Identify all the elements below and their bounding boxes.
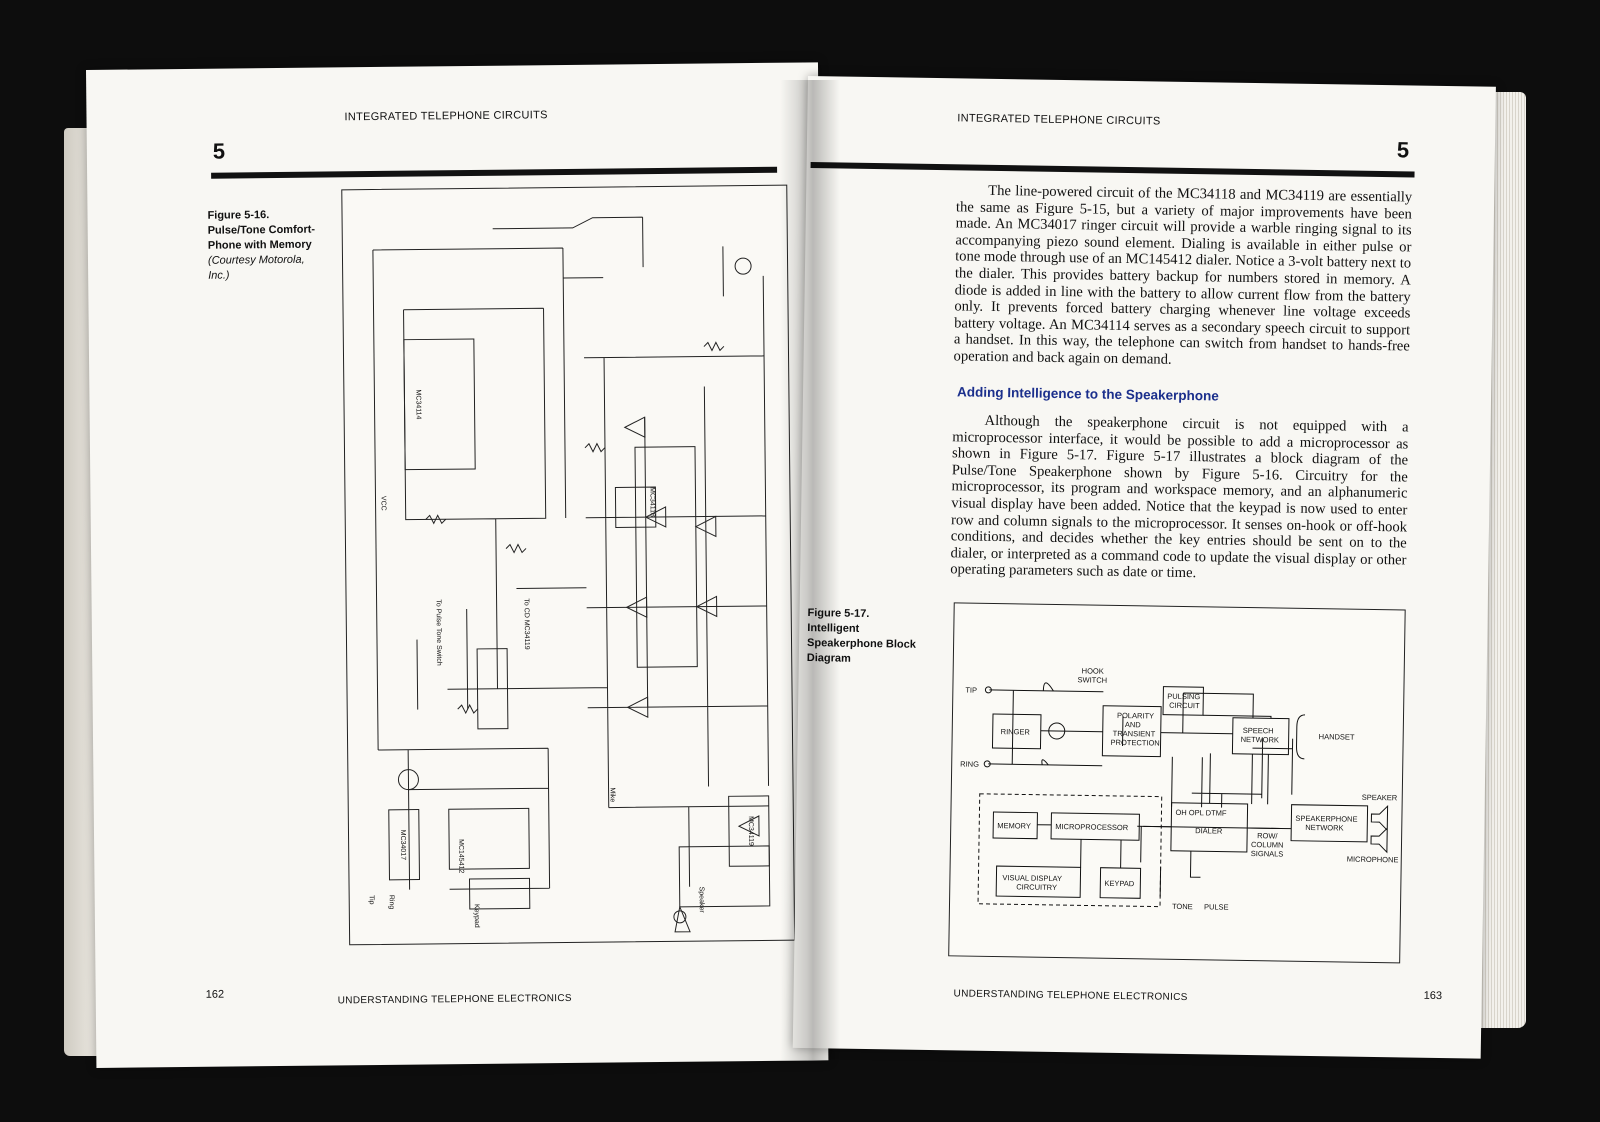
schematic-label: Keypad <box>473 904 480 928</box>
pulsing-block: PULSING <box>1167 692 1200 702</box>
schematic-label: To CD MC34119 <box>523 598 531 649</box>
speakerphone-block-diagram: TIP RING HOOK SWITCH RINGER POLARITY AND… <box>960 666 1399 911</box>
schematic-label: Ring <box>388 895 395 910</box>
speech-block: SPEECH <box>1243 726 1274 735</box>
figure-title-line: Phone with Memory <box>207 238 312 252</box>
speakerphone-block: NETWORK <box>1305 823 1343 833</box>
schematic-label: MC34118 <box>648 487 655 517</box>
footer-right: UNDERSTANDING TELEPHONE ELECTRONICS <box>953 988 1188 1004</box>
figure-number: Figure 5-16. <box>207 209 270 222</box>
row-column-label: ROW/ <box>1257 831 1278 840</box>
page-number-right: 163 <box>1423 989 1443 1003</box>
row-column-label: COLUMN <box>1251 840 1284 850</box>
schematic-label: MC34119 <box>747 816 754 846</box>
figure-title-line: Pulse/Tone Comfort- <box>207 223 316 237</box>
body-paragraph-1: The line-powered circuit of the MC34118 … <box>953 182 1413 368</box>
schematic-label: Speaker <box>698 887 705 914</box>
schematic-label: To Pulse Tone Switch <box>435 599 443 666</box>
figure-title-line: Diagram <box>806 652 851 665</box>
dialer-pins: OH OPL DTMF <box>1175 808 1227 818</box>
figure-credit-line: Inc.) <box>208 269 230 282</box>
tip-label: TIP <box>965 686 977 695</box>
pulse-label: PULSE <box>1204 902 1229 911</box>
dialer-block: DIALER <box>1195 826 1223 835</box>
handset-label: HANDSET <box>1319 732 1355 742</box>
schematic-label: MC34114 <box>414 390 421 420</box>
body-paragraph-2: Although the speakerphone circuit is not… <box>950 412 1409 582</box>
schematic-label: Mike <box>609 787 616 802</box>
hook-switch-label: SWITCH <box>1077 675 1107 684</box>
running-head-right: INTEGRATED TELEPHONE CIRCUITS <box>957 112 1161 128</box>
page-number-left: 162 <box>205 988 225 1001</box>
keypad-block: KEYPAD <box>1104 879 1135 888</box>
polarity-block: TRANSIENT <box>1113 729 1156 739</box>
speakerphone-block: SPEAKERPHONE <box>1295 814 1357 824</box>
polarity-block: PROTECTION <box>1111 738 1160 748</box>
left-page: INTEGRATED TELEPHONE CIRCUITS 5 Figure 5… <box>86 62 829 1068</box>
row-column-label: SIGNALS <box>1251 849 1284 859</box>
ring-label: RING <box>960 759 979 768</box>
chapter-rule-right <box>810 162 1415 178</box>
visual-display-block: CIRCUITRY <box>1016 882 1057 892</box>
schematic-label: Tip <box>368 895 375 905</box>
hook-switch-label: HOOK <box>1082 666 1104 675</box>
figure-5-16-caption: Figure 5-16. Pulse/Tone Comfort- Phone w… <box>207 207 328 283</box>
schematic-label: MC34017 <box>399 830 406 861</box>
chapter-number-left: 5 <box>212 138 226 164</box>
running-head-left: INTEGRATED TELEPHONE CIRCUITS <box>344 109 548 124</box>
visual-display-block: VISUAL DISPLAY <box>1002 873 1062 883</box>
polarity-block: AND <box>1125 720 1142 729</box>
chapter-number-right: 5 <box>1396 137 1410 163</box>
microphone-label: MICROPHONE <box>1347 855 1399 865</box>
section-heading: Adding Intelligence to the Speakerphone <box>956 384 1219 404</box>
speaker-label: SPEAKER <box>1362 793 1398 803</box>
schematic-label: MC145412 <box>457 839 464 873</box>
chapter-rule-left <box>211 166 778 179</box>
circuit-schematic-image: MC34114 MC34118 MC145412 MC34119 MC34017… <box>368 216 771 933</box>
microprocessor-block: MICROPROCESSOR <box>1055 822 1129 832</box>
ringer-block: RINGER <box>1001 727 1031 736</box>
schematic-label: VCC <box>379 496 386 511</box>
tone-label: TONE <box>1172 902 1193 911</box>
block-diagram-figure-5-17: TIP RING HOOK SWITCH RINGER POLARITY AND… <box>948 602 1406 964</box>
memory-block: MEMORY <box>997 821 1031 831</box>
polarity-block: POLARITY <box>1117 711 1154 721</box>
pulsing-block: CIRCUIT <box>1169 701 1200 710</box>
right-page: INTEGRATED TELEPHONE CIRCUITS 5 The line… <box>792 76 1496 1059</box>
figure-credit-line: (Courtesy Motorola, <box>207 253 305 267</box>
speech-block: NETWORK <box>1241 735 1279 745</box>
schematic-figure-5-16: MC34114 MC34118 MC145412 MC34119 MC34017… <box>341 184 796 946</box>
figure-5-17-caption: Figure 5-17. Intelligent Speakerphone Bl… <box>807 606 948 668</box>
footer-left: UNDERSTANDING TELEPHONE ELECTRONICS <box>337 992 572 1007</box>
